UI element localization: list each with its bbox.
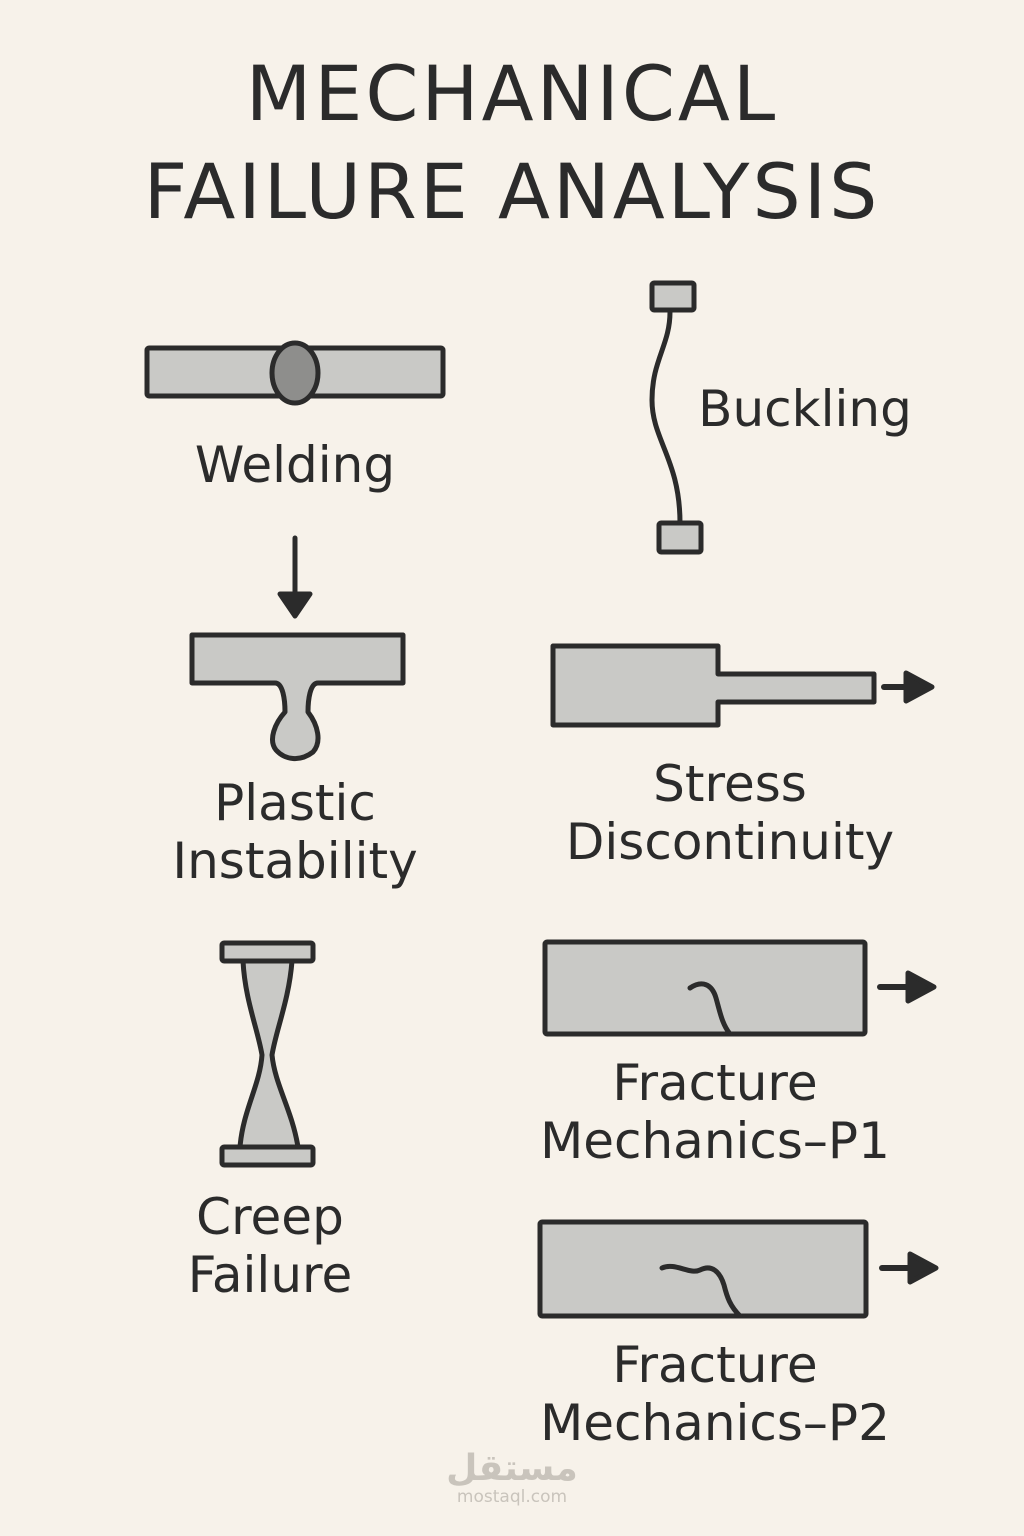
plastic-instability-label-line-2: Instability	[172, 832, 418, 890]
watermark-logo: مستقل	[446, 1448, 578, 1489]
crack-p1	[687, 981, 733, 1037]
pull-arrow-icon	[907, 1251, 939, 1285]
cracked-plate-p1	[542, 939, 868, 1037]
plastic-instability-illustration	[189, 632, 406, 761]
stress-discontinuity-label: Stress Discontinuity	[560, 755, 900, 871]
watermark-url: mostaql.com	[456, 1487, 568, 1507]
down-arrow-icon	[277, 535, 313, 619]
stress-discontinuity-illustration	[550, 643, 935, 728]
fracture-p1-label-line-1: Fracture	[612, 1054, 818, 1112]
stepped-bar	[550, 643, 877, 728]
welding-illustration	[144, 340, 446, 406]
necked-specimen	[237, 958, 301, 1150]
creep-failure-label: Creep Failure	[160, 1188, 380, 1304]
pull-arrow-icon	[905, 970, 937, 1004]
weld-bead	[269, 340, 321, 406]
crack-p2	[659, 1263, 743, 1319]
buckling-top-block	[649, 280, 697, 313]
welding-label-text: Welding	[194, 436, 396, 494]
stress-discontinuity-label-line-1: Stress	[653, 755, 807, 813]
buckling-label: Buckling	[690, 380, 920, 438]
fracture-p1-illustration	[542, 939, 937, 1037]
buckled-column	[649, 309, 683, 526]
creep-bottom-plate	[219, 1144, 316, 1168]
creep-failure-label-line-2: Failure	[187, 1246, 353, 1304]
necking-bar	[189, 632, 406, 761]
welding-label: Welding	[147, 436, 443, 494]
buckling-label-text: Buckling	[698, 380, 912, 438]
pull-arrow-icon	[903, 670, 935, 704]
fracture-p2-label: Fracture Mechanics–P2	[535, 1336, 895, 1452]
stress-discontinuity-label-line-2: Discontinuity	[565, 813, 895, 871]
fracture-p1-label-line-2: Mechanics–P1	[540, 1112, 890, 1170]
creep-failure-illustration	[219, 940, 316, 1168]
plastic-instability-label: Plastic Instability	[147, 774, 443, 890]
fracture-p2-label-line-2: Mechanics–P2	[540, 1394, 890, 1452]
page-title-line-1: MECHANICAL	[245, 49, 779, 138]
fracture-p2-illustration	[537, 1219, 939, 1319]
fracture-p1-label: Fracture Mechanics–P1	[535, 1054, 895, 1170]
creep-failure-label-line-1: Creep	[196, 1188, 344, 1246]
buckling-bottom-block	[656, 520, 704, 555]
page-title-line-2: FAILURE ANALYSIS	[143, 147, 881, 236]
creep-top-plate	[219, 940, 316, 964]
buckling-illustration	[649, 280, 704, 555]
plastic-instability-label-line-1: Plastic	[214, 774, 376, 832]
fracture-p2-label-line-1: Fracture	[612, 1336, 818, 1394]
